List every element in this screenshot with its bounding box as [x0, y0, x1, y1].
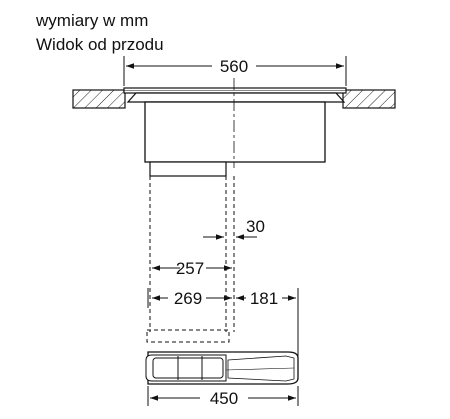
hob-frame	[126, 92, 346, 103]
dimension-450: 450	[147, 386, 299, 408]
view-caption: Widok od przodu	[36, 35, 164, 54]
dimension-30-label: 30	[246, 217, 265, 236]
dimension-30: 30	[203, 217, 265, 240]
dimension-560-label: 560	[220, 57, 248, 76]
dimension-269: 269	[147, 288, 232, 308]
dimension-257-label: 257	[176, 259, 204, 278]
dimension-257: 257	[152, 259, 232, 278]
hob-body	[144, 101, 326, 163]
dimension-269-label: 269	[174, 289, 202, 308]
units-caption: wymiary w mm	[36, 11, 149, 30]
worktop-right	[342, 89, 396, 109]
recirculation-box	[145, 351, 299, 385]
worktop-left	[72, 89, 126, 109]
dimension-450-label: 450	[210, 389, 238, 408]
dimension-181: 181	[236, 288, 299, 362]
dimension-181-label: 181	[250, 289, 278, 308]
duct-adapter	[149, 161, 227, 177]
vertical-duct	[146, 176, 235, 343]
dimension-560: 560	[123, 56, 347, 86]
